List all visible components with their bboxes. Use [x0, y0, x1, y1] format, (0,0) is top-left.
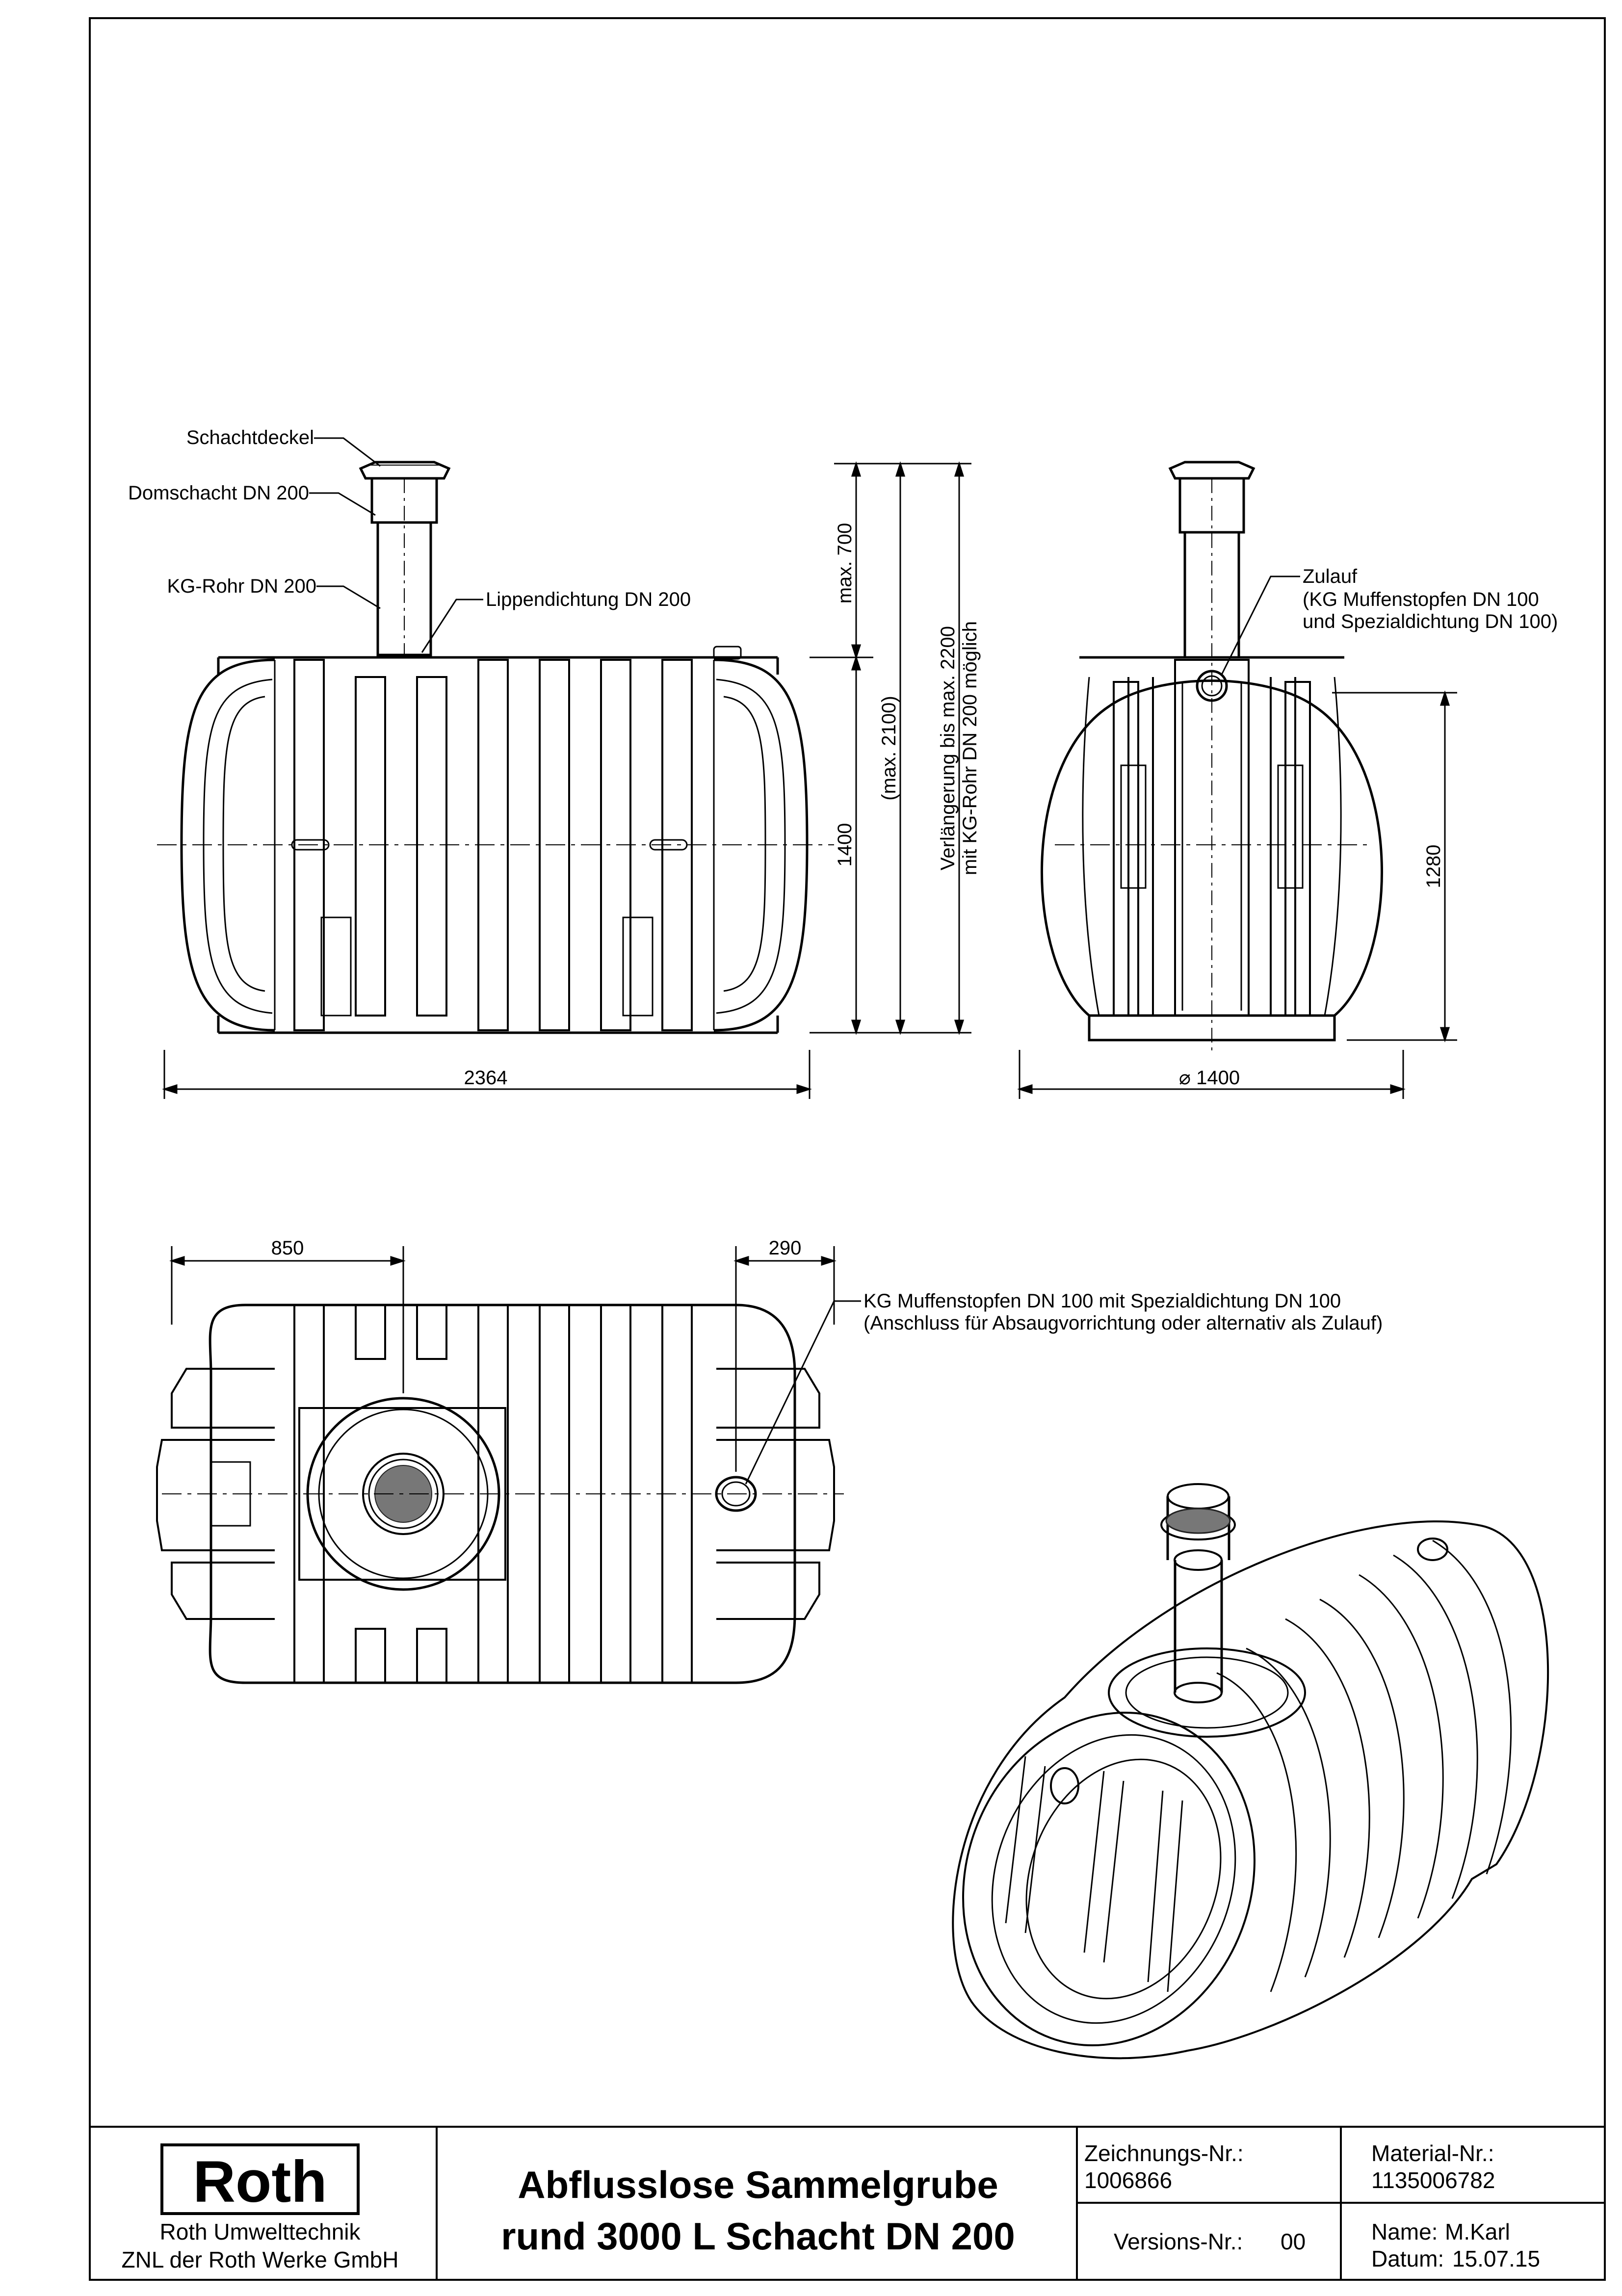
iso-tank-body: [952, 1520, 1549, 2060]
drawing-title-line2: rund 3000 L Schacht DN 200: [501, 2215, 1015, 2258]
company-logo-box: [160, 2143, 360, 2215]
side-shaft-lid: [1168, 461, 1256, 480]
side-view: [1041, 461, 1383, 1055]
dim-top-left: 850: [271, 1237, 304, 1259]
isometric-view: [952, 1483, 1549, 2060]
dim-side-height: 1280: [1423, 845, 1444, 888]
material-no-label: Material-Nr.:: [1371, 2140, 1494, 2166]
company-line1: Roth Umwelttechnik: [159, 2219, 361, 2244]
front-dimensions: [162, 461, 971, 1099]
dim-top-right: 290: [769, 1237, 802, 1259]
name-label: Name:: [1371, 2219, 1438, 2244]
side-dimensions: [1017, 575, 1457, 1099]
side-ribs: [1113, 659, 1311, 1017]
drawing-frame: [89, 17, 1606, 2281]
version-value: 00: [1281, 2229, 1306, 2254]
dim-extension-line1: Verlängerung bis max. 2200: [937, 626, 959, 870]
drawing-title-line1: Abflusslose Sammelgrube: [518, 2163, 998, 2206]
dim-shaft-max: max. 700: [834, 523, 856, 604]
label-domschacht: Domschacht DN 200: [128, 482, 309, 504]
top-view: [156, 1304, 844, 1684]
label-muffenstopfen-2: (Anschluss für Absaugvorrichtung oder al…: [863, 1312, 1383, 1334]
iso-inlet-top: [1417, 1538, 1448, 1561]
top-shaft-lid: [362, 1453, 445, 1535]
label-muffenstopfen-1: KG Muffenstopfen DN 100 mit Spezialdicht…: [863, 1290, 1341, 1312]
drawing-no: 1006866: [1084, 2167, 1172, 2193]
label-zulauf-3: und Spezialdichtung DN 100): [1303, 611, 1558, 632]
iso-ribs: [1216, 1539, 1512, 1992]
iso-dome-base: [1108, 1647, 1306, 1738]
drawing-no-label: Zeichnungs-Nr.:: [1084, 2140, 1244, 2166]
front-view: [157, 461, 834, 1034]
dim-diameter: ⌀ 1400: [1179, 1067, 1240, 1089]
front-left-cap: [180, 658, 275, 1032]
label-zulauf-2: (KG Muffenstopfen DN 100: [1303, 589, 1539, 610]
date-value: 15.07.15: [1452, 2246, 1540, 2271]
top-tank-outline: [209, 1304, 796, 1684]
label-lippendichtung: Lippendichtung DN 200: [486, 589, 691, 610]
dim-extension-line2: mit KG-Rohr DN 200 möglich: [959, 621, 981, 875]
label-zulauf-1: Zulauf: [1303, 566, 1358, 587]
iso-inlet-front: [1050, 1767, 1079, 1804]
side-tank-body: [1041, 679, 1383, 1017]
title-block: [90, 2126, 1605, 2280]
date-label: Datum:: [1371, 2246, 1444, 2271]
side-inlet: [1196, 670, 1228, 702]
material-no: 1135006782: [1371, 2167, 1495, 2193]
dim-length: 2364: [464, 1067, 508, 1089]
dim-height: 1400: [834, 823, 856, 867]
dim-total-max: (max. 2100): [878, 696, 900, 800]
label-schachtdeckel: Schachtdeckel: [186, 427, 314, 448]
top-dimensions: [169, 1246, 861, 1485]
company-logo: Roth: [193, 2149, 327, 2215]
name-value: M.Karl: [1445, 2219, 1510, 2244]
label-kg-rohr: KG-Rohr DN 200: [167, 575, 316, 597]
company-line2: ZNL der Roth Werke GmbH: [122, 2247, 399, 2272]
front-right-cap: [713, 658, 809, 1032]
version-label: Versions-Nr.:: [1114, 2229, 1243, 2254]
front-shaft-lid: [359, 461, 451, 480]
front-callout-lines: [309, 437, 483, 653]
